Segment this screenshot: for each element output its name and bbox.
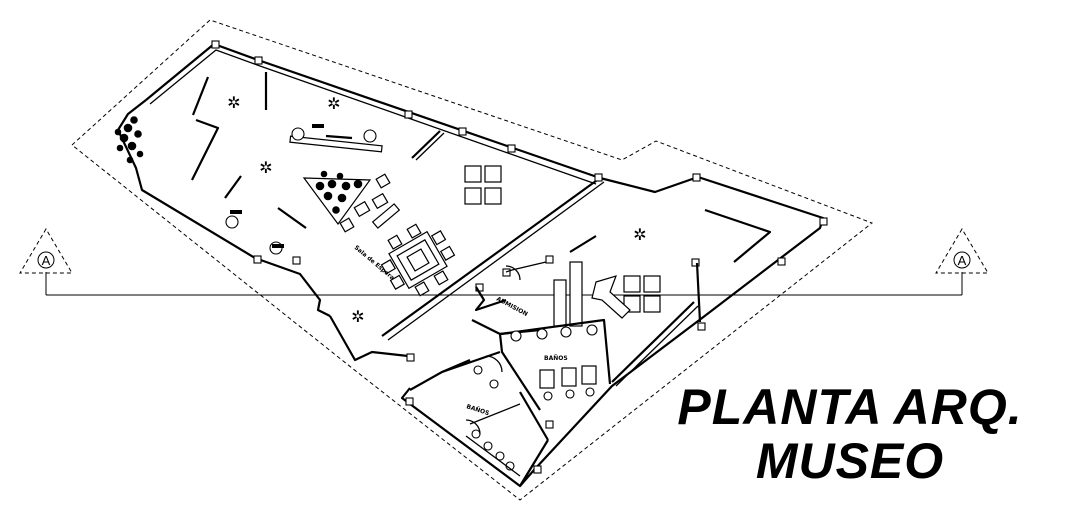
bench-icon [339,173,401,233]
display-panels [191,72,445,255]
section-marker-left: A [19,228,73,274]
plan-title-line1: PLANTA ARQ. [677,379,1023,435]
svg-text:✲: ✲ [327,94,340,113]
svg-text:✲: ✲ [227,93,240,112]
section-marker-right-label: A [958,253,967,268]
section-marker-right: A [935,228,989,274]
planter [302,170,372,226]
display-grid-upper [464,165,502,205]
plant-icon [114,116,144,164]
section-marker-left-label: A [42,253,51,268]
display-grid-lower [623,275,661,313]
svg-text:✲: ✲ [633,225,646,244]
toilet-icon [471,324,598,471]
sculpture-icon: ✲ ✲ ✲ ✲ ✲ [227,93,646,326]
svg-text:✲: ✲ [259,158,272,177]
admission-label: ADMISION [495,296,529,318]
bathroom-lower-label: BAÑOS [465,403,490,417]
wing-two-walls [569,208,772,387]
admission-area: ADMISION Sala de Espera [353,244,583,336]
bathroom-upper-label: BAÑOS [544,355,568,362]
plan-title-line2: MUSEO [755,433,945,489]
plan-title: PLANTA ARQ. MUSEO [630,380,1070,488]
section-line [45,272,963,296]
columns [211,40,828,474]
svg-text:✲: ✲ [351,307,364,326]
table-group [380,223,456,297]
bathrooms: BAÑOS BAÑOS [409,318,612,487]
